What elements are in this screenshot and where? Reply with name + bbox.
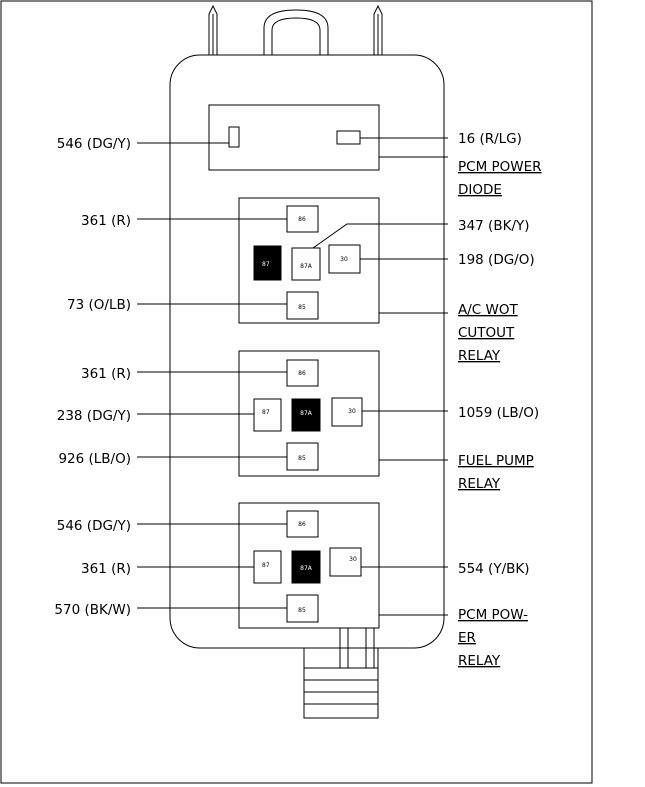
svg-text:87: 87 xyxy=(262,409,270,416)
wire-label-361-r: 361 (R) xyxy=(81,561,131,577)
pin-87a xyxy=(291,550,321,584)
svg-text:30: 30 xyxy=(348,408,356,415)
wire-label-1059-lbo: 1059 (LB/O) xyxy=(458,405,539,421)
relay1-title-line1: A/C WOT xyxy=(458,302,518,318)
svg-text:87: 87 xyxy=(262,562,270,569)
wire-label-198-dgo: 198 (DG/O) xyxy=(458,252,535,268)
wire-label-546-dgy: 546 (DG/Y) xyxy=(57,136,131,152)
pin-87 xyxy=(253,550,282,584)
pin-85 xyxy=(286,291,319,320)
wire-label-238-dgy: 238 (DG/Y) xyxy=(57,408,131,424)
diode-title-line2: DIODE xyxy=(458,182,502,198)
relay2-title-line2: RELAY xyxy=(458,476,501,492)
pin-86 xyxy=(286,359,319,387)
svg-text:30: 30 xyxy=(349,556,357,563)
wire-label-926-lbo: 926 (LB/O) xyxy=(58,451,131,467)
wire-label-73-olb: 73 (O/LB) xyxy=(67,297,131,313)
wire-label-554-ybk: 554 (Y/BK) xyxy=(458,561,530,577)
pcm-power-diode: 546 (DG/Y) 16 (R/LG) PCM POWER DIODE xyxy=(57,104,542,198)
wire-label-570-bkw: 570 (BK/W) xyxy=(54,602,131,618)
relay3-title-line2: ER xyxy=(458,630,476,646)
svg-text:87A: 87A xyxy=(300,565,313,572)
wire-label-361-r: 361 (R) xyxy=(81,366,131,382)
svg-text:85: 85 xyxy=(298,607,306,614)
svg-text:87A: 87A xyxy=(300,410,313,417)
relay3-title-line3: RELAY xyxy=(458,653,501,669)
svg-text:86: 86 xyxy=(298,521,306,528)
wire-label-361-r: 361 (R) xyxy=(81,213,131,229)
pin-87a xyxy=(291,247,321,281)
svg-text:86: 86 xyxy=(298,370,306,377)
pin-30 xyxy=(331,397,363,427)
svg-text:87: 87 xyxy=(262,261,270,268)
svg-text:86: 86 xyxy=(298,216,306,223)
pin-87 xyxy=(253,245,282,281)
pin-87 xyxy=(253,398,282,432)
wire-label-347-bky: 347 (BK/Y) xyxy=(458,218,530,234)
relay1-title-line3: RELAY xyxy=(458,348,501,364)
relay1-title-line2: CUTOUT xyxy=(458,325,515,341)
diagram-frame xyxy=(0,0,593,784)
pin-30 xyxy=(329,547,362,577)
ac-wot-cutout-relay: 86 87 87A 30 85 361 (R) 73 (O/LB) 347 (B… xyxy=(67,197,535,364)
diode-title-line1: PCM POWER xyxy=(458,159,542,175)
relay3-title-line1: PCM POW- xyxy=(458,607,528,623)
svg-text:30: 30 xyxy=(340,256,348,263)
fuel-pump-relay: 86 87 87A 30 85 361 (R) 238 (DG/Y) 926 (… xyxy=(57,350,539,492)
relay2-title-line1: FUEL PUMP xyxy=(458,453,534,469)
wire-label-546-dgy: 546 (DG/Y) xyxy=(57,518,131,534)
wire-label-16-rlg: 16 (R/LG) xyxy=(458,131,522,147)
bottom-connector xyxy=(303,628,379,719)
pin-86 xyxy=(286,510,319,538)
svg-text:85: 85 xyxy=(298,455,306,462)
svg-text:87A: 87A xyxy=(300,263,313,270)
svg-text:85: 85 xyxy=(298,304,306,311)
mounting-terminals xyxy=(208,4,383,55)
pcm-power-relay: 86 87 87A 30 85 546 (DG/Y) 361 (R) 570 (… xyxy=(54,502,530,669)
pin-87a xyxy=(291,398,321,432)
